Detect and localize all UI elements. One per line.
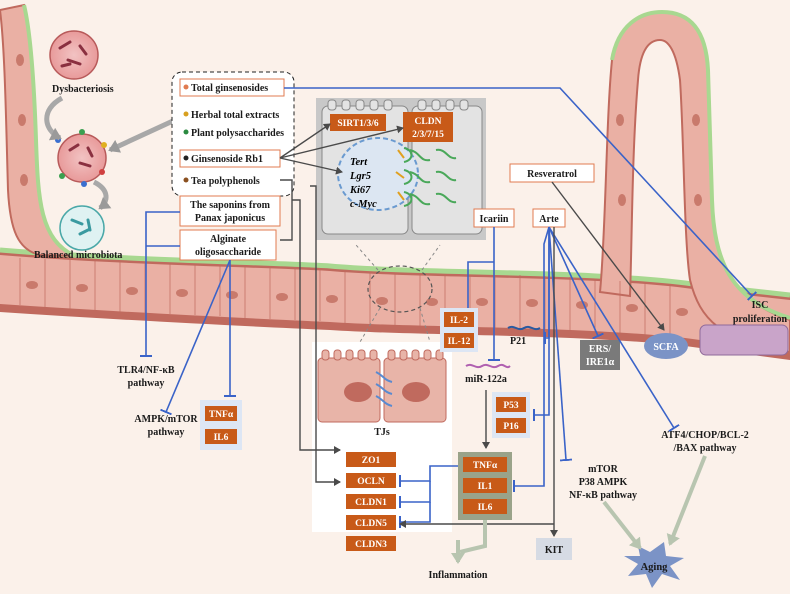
saponins-line1: The saponins from [190,200,271,211]
sirt-box [330,114,386,131]
left-tnf: TNFα [209,410,234,420]
p16-label: P16 [503,422,519,432]
mtor-line2: P38 AMPK [579,477,628,488]
transition-bacteria-icon [55,129,107,187]
cyto-tnf: TNFα [473,461,498,471]
total-ginsenosides-label: Total ginsenosides [191,83,268,94]
dysbacteriosis-bacteria-icon [49,30,99,80]
tj-zo1: ZO1 [362,456,381,466]
scfa-label: SCFA [653,342,679,353]
mtor-line1: mTOR [588,464,619,475]
cyto-il6: IL6 [478,503,493,513]
tj-protein-list [346,452,396,551]
mirna-icon [465,363,511,369]
cell-inset [316,98,486,240]
ginsenoside-rb1-label: Ginsenoside Rb1 [191,154,263,165]
tlr4-line2: pathway [128,378,165,389]
inflammation-label: Inflammation [429,570,488,581]
icariin-label: Icariin [480,214,509,225]
il2-label: IL-2 [450,316,468,326]
p53-label: P53 [503,401,519,411]
kit-box [536,538,572,560]
ers-box [580,340,620,370]
gene-lgr5: Lgr5 [349,171,371,182]
kit-label: KIT [545,545,564,556]
herbal-extracts-label: Herbal total extracts [191,110,279,121]
cldn-box [403,112,453,142]
activation-arrows [280,179,665,537]
saponins-box [179,195,281,227]
balanced-microbiota-label: Balanced microbiota [34,250,122,261]
resveratrol-label: Resveratrol [527,169,577,180]
cldn-line1: CLDN [415,117,442,127]
plant-polysaccharides-label: Plant polysaccharides [191,128,284,139]
alginate-line1: Alginate [210,234,247,245]
sirt-label: SIRT1/3/6 [337,119,379,129]
intestinal-epithelium [0,3,790,360]
saponins-line2: Panax japonicus [195,213,265,224]
ers-line1: ERS/ [589,344,611,355]
isc-line1: ISC [752,300,769,311]
alginate-box [179,229,277,261]
p21-label: P21 [510,336,526,347]
atf4-line1: ATF4/CHOP/BCL-2 [661,430,749,441]
tj-cldn1: CLDN1 [355,498,387,508]
inhibition-lines [140,87,758,528]
tj-ocln: OCLN [357,477,385,487]
gene-ki67: Ki67 [349,185,371,196]
tlr4-line1: TLR4/NF-κB [117,365,175,376]
tight-junction-inset [312,342,452,532]
mtor-line3: NF-κB pathway [569,490,637,501]
tj-cldn3: CLDN3 [355,540,387,550]
ampk-line2: pathway [148,427,185,438]
tj-cldn5: CLDN5 [355,519,387,529]
aging-label: Aging [641,562,669,573]
atf4-line2: /BAX pathway [672,443,736,454]
isc-line2: proliferation [733,314,788,325]
mirna-label: miR-122a [465,374,507,385]
tea-polyphenols-label: Tea polyphenols [191,176,260,187]
aging-burst-icon [624,542,684,588]
dysbacteriosis-label: Dysbacteriosis [52,84,114,95]
ers-line2: IRE1α [586,357,615,368]
gene-tert: Tert [350,157,368,168]
p21-rna-icon [507,325,541,331]
gene-cmyc: c-Myc [350,199,377,210]
ampk-line1: AMPK/mTOR [134,414,198,425]
cldn-line2: 2/3/7/15 [412,130,444,140]
left-il6: IL6 [214,433,229,443]
arte-label: Arte [539,214,559,225]
scfa-ellipse [644,333,688,359]
alginate-line2: oligosaccharide [195,247,262,258]
tjs-label: TJs [374,427,390,438]
il12-label: IL-12 [448,337,471,347]
cyto-il1: IL1 [478,482,493,492]
balanced-microbiota-icon [59,205,105,251]
